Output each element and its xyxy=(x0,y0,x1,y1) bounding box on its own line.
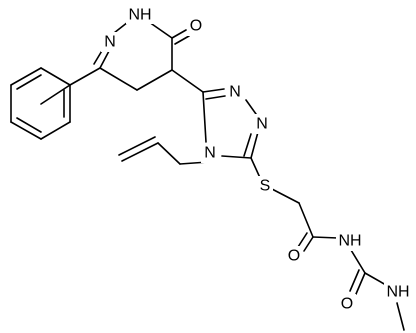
atom-n-triazole-top: N xyxy=(229,84,241,101)
bond-c3-o xyxy=(171,29,187,39)
atom-labels: NH N O N N N S O NH O NH xyxy=(101,4,412,314)
atom-s-thioether: S xyxy=(260,178,271,195)
bond-allyl-3-double xyxy=(118,136,156,156)
bond-ph-inner-2 xyxy=(16,117,42,133)
bond-c5-c6 xyxy=(99,67,138,91)
bond-tz-n-c5 xyxy=(250,131,259,159)
bond-c4-triazole xyxy=(171,69,204,93)
atom-o-urea: O xyxy=(341,296,353,313)
atom-n-ring: N xyxy=(104,34,116,51)
bond-ph-inner-3 xyxy=(16,74,42,90)
atom-n-triazole-right: N xyxy=(256,116,268,133)
bond-ch2-co xyxy=(298,202,314,238)
bond-n2-c3 xyxy=(148,21,173,39)
bond-allyl-3 xyxy=(121,142,159,162)
bond-s-ch2 xyxy=(269,187,300,204)
bond-tz-n4-c3a xyxy=(202,91,207,143)
bond-co-o xyxy=(303,236,314,252)
bond-allyl-2 xyxy=(157,142,181,165)
bond-ph-4 xyxy=(10,121,42,140)
atom-nh-ring: NH xyxy=(128,7,151,24)
bond-ph-3 xyxy=(40,121,71,140)
bond-tz-n-c5-double xyxy=(243,133,252,157)
bond-co-o-double xyxy=(297,232,308,248)
bond-n1-n2 xyxy=(113,21,129,34)
bond-ph-7 xyxy=(40,67,71,86)
bond-c3-o-double xyxy=(174,35,190,45)
bond-curea-o-double xyxy=(349,269,360,292)
bond-tz-c3a-n xyxy=(202,88,225,93)
bond-curea-nh xyxy=(364,272,387,286)
bond-tz-c5-n4 xyxy=(221,155,252,159)
bond-ph-to-ring xyxy=(69,67,101,86)
bond-ph-1 xyxy=(40,84,71,105)
atom-nh-urea: NH xyxy=(386,284,409,301)
atom-o-ketone: O xyxy=(190,18,202,35)
bond-ph-6 xyxy=(10,67,42,86)
bond-c4-c5 xyxy=(136,69,173,91)
bond-curea-o xyxy=(355,272,366,295)
bond-co-nh xyxy=(312,236,339,239)
bond-nh-curea xyxy=(350,249,366,274)
atom-nh-amide: NH xyxy=(338,233,361,250)
bond-c6-n1 xyxy=(99,50,110,69)
bond-tz-c3a-n-double xyxy=(205,95,226,100)
bond-tz-n-n xyxy=(245,99,257,115)
bond-nh-methyl xyxy=(396,302,405,331)
atom-o-amide: O xyxy=(288,248,300,265)
atom-n-triazole-allyl: N xyxy=(204,145,216,162)
bonds xyxy=(10,21,405,331)
